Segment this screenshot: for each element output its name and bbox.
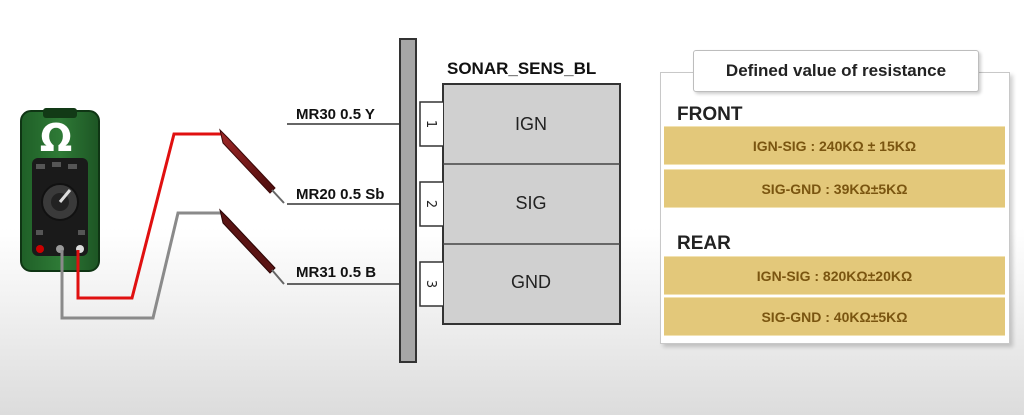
multimeter-icon: Ω xyxy=(20,108,100,272)
pin-label-ign: IGN xyxy=(515,114,547,134)
red-probe-icon xyxy=(219,128,285,204)
svg-text:2: 2 xyxy=(423,200,438,208)
ohm-symbol: Ω xyxy=(40,116,72,160)
gray-test-lead xyxy=(60,211,222,320)
panel-bar xyxy=(399,38,417,363)
pin-tab-2: 2 xyxy=(419,181,443,227)
pin-tab-3: 3 xyxy=(419,261,443,307)
pin-label-gnd: GND xyxy=(511,272,551,292)
black-probe-icon xyxy=(219,208,285,285)
connector-body xyxy=(442,83,621,325)
pin-tab-1: 1 xyxy=(419,101,443,147)
front-heading: FRONT xyxy=(677,104,743,125)
rear-ign-sig-row: IGN-SIG : 820KΩ±20KΩ xyxy=(664,256,1005,295)
wire-label-1: MR30 0.5 Y xyxy=(296,106,375,123)
pin-label-sig: SIG xyxy=(515,193,546,213)
resistance-spec-title: Defined value of resistance xyxy=(693,50,979,92)
wire-label-2: MR20 0.5 Sb xyxy=(296,186,384,203)
wire-label-3: MR31 0.5 B xyxy=(296,264,376,281)
connector-name: SONAR_SENS_BL xyxy=(447,59,596,78)
front-ign-sig-row: IGN-SIG : 240KΩ ± 15KΩ xyxy=(664,126,1005,165)
rear-sig-gnd-row: SIG-GND : 40KΩ±5KΩ xyxy=(664,297,1005,336)
rear-heading: REAR xyxy=(677,233,731,254)
svg-text:3: 3 xyxy=(423,280,438,288)
svg-text:1: 1 xyxy=(423,120,438,128)
front-sig-gnd-row: SIG-GND : 39KΩ±5KΩ xyxy=(664,169,1005,208)
red-test-lead xyxy=(76,132,222,300)
